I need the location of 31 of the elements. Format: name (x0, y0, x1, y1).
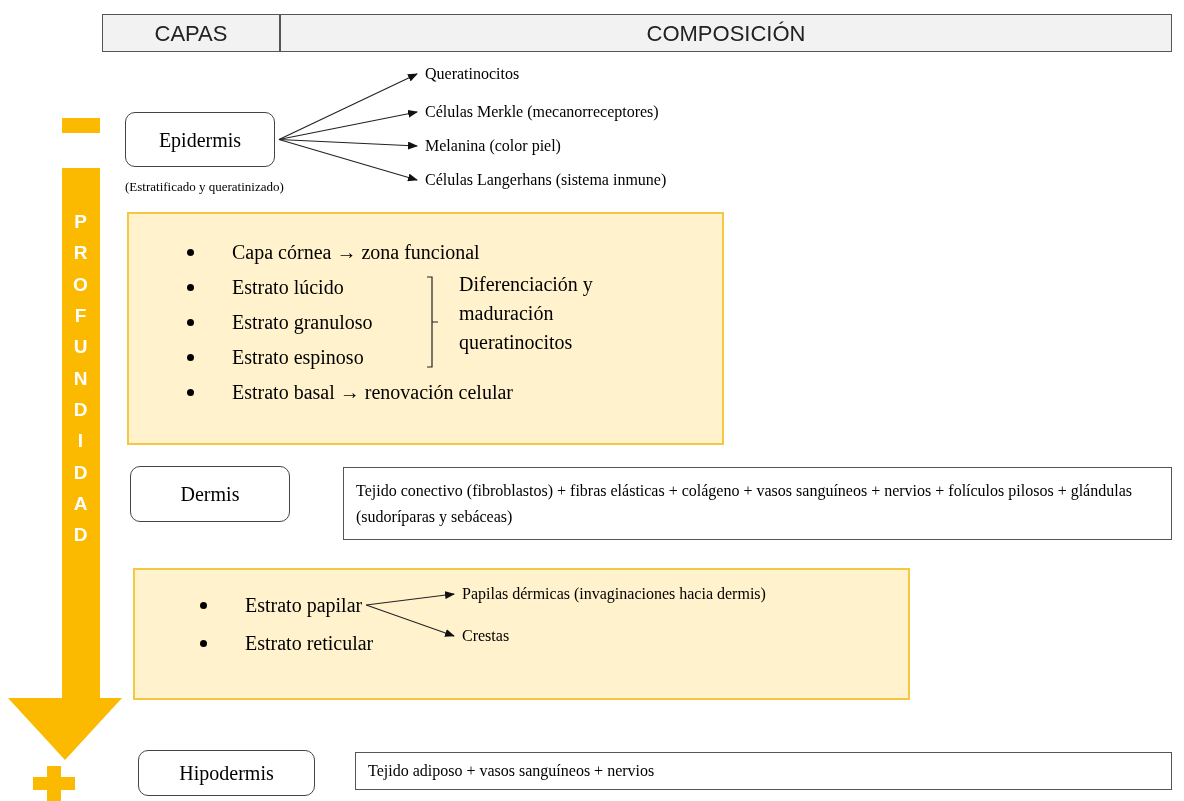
list-item: Estrato lúcido (232, 275, 344, 300)
list-item: Estrato granuloso (232, 310, 373, 336)
layer-panel (133, 568, 910, 700)
vertical-label: PROFUNDIDAD (72, 210, 89, 548)
caption-text: (Estratificado y queratinizado) (125, 178, 284, 196)
item-text: Crestas (462, 626, 510, 646)
layer-box: Dermis (130, 466, 290, 522)
layer-panel (127, 212, 724, 445)
arrow (278, 73, 418, 141)
arrow (278, 109, 418, 141)
arrow (278, 138, 418, 182)
item-text: Queratinocitos (425, 64, 520, 84)
item-text: Células Langerhans (sistema inmune) (425, 170, 667, 191)
note-text: Diferenciación y maduración queratinocitos (459, 272, 594, 356)
layer-box: Hipodermis (138, 750, 315, 796)
list-item: Estrato reticular (245, 631, 374, 656)
list-item: Capa córnea → zona funcional (232, 240, 480, 266)
arrow (278, 138, 418, 150)
list-item: Estrato papilar (245, 593, 363, 619)
arrow (365, 604, 455, 637)
composition-box: Tejido conectivo (fibroblastos) + fibras elásticas + colágeno + vasos sanguíneos + nervios + folículos pilosos + glándulas (sudoríparas y sebáceas) (343, 467, 1172, 540)
list-item: Estrato espinoso (232, 345, 364, 371)
item-text: Células Merkle (mecanorreceptores) (425, 102, 659, 123)
item-text: Melanina (color piel) (425, 136, 561, 157)
item-text: Papilas dérmicas (invaginaciones hacia dermis) (462, 584, 766, 605)
header-cell: CAPAS (102, 14, 280, 52)
header-cell: COMPOSICIÓN (280, 14, 1172, 52)
layer-box: Epidermis (125, 112, 275, 167)
composition-box: Tejido adiposo + vasos sanguíneos + nervios (355, 752, 1172, 790)
list-item: Estrato basal → renovación celular (232, 380, 513, 405)
arrow (365, 591, 455, 606)
